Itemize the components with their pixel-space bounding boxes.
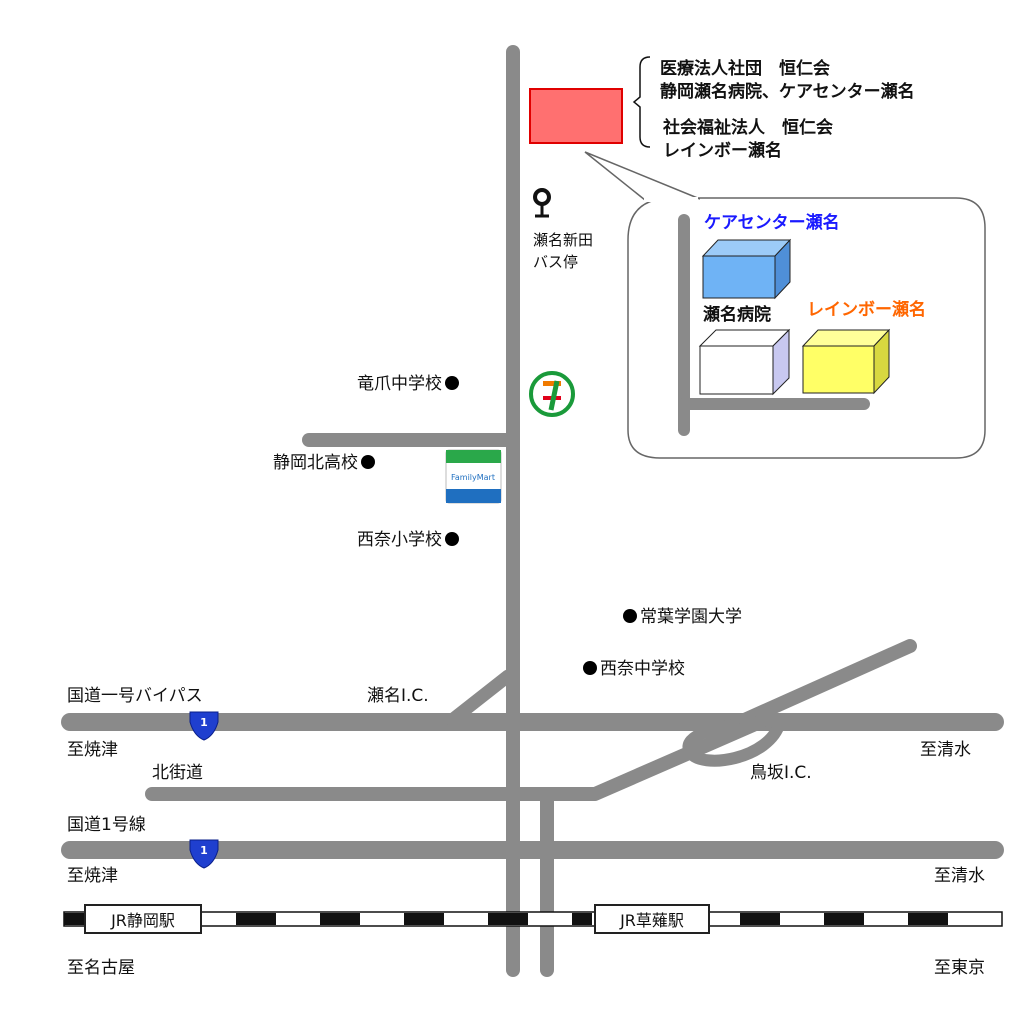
to-yaizu-bypass-label: 至焼津 [67,740,118,760]
seina-ic-ramp [445,669,515,727]
svg-text:FamilyMart: FamilyMart [451,473,495,482]
care-center-building [701,238,792,300]
jr-shizuoka-station: JR静岡駅 [84,904,202,934]
school-ryuso-jhs: 竜爪中学校 [357,374,462,394]
bus-stop-icon [533,188,551,218]
to-nagoya-label: 至名古屋 [67,958,135,978]
inset-hospital-label: 瀬名病院 [703,305,771,325]
bypass-diagonal-road [733,639,917,729]
hospital-building [698,328,791,396]
to-tokyo-label: 至東京 [934,958,985,978]
seina-ic-label: 瀬名I.C. [367,686,429,706]
to-shimizu-bypass-label: 至清水 [920,740,971,760]
svg-text:1: 1 [200,716,208,729]
school-tokoha-univ: 常葉学園大学 [620,607,742,627]
facility-hospitals2-label: レインボー瀬名 [663,141,782,161]
bus-stop-name-label: 瀬名新田 [533,231,594,249]
facility-org2-label: 社会福祉法人 恒仁会 [663,118,833,138]
svg-text:1: 1 [200,844,208,857]
route1-label: 国道1号線 [67,815,146,835]
to-yaizu-route1-label: 至焼津 [67,866,118,886]
inset-road [678,214,870,436]
bypass-label: 国道一号バイパス [67,686,203,706]
bus-stop-type-label: バス停 [533,253,579,271]
route1-shield-icon: 1 [189,839,219,869]
facility-marker [529,88,623,144]
facility-hospitals1-label: 静岡瀬名病院、ケアセンター瀬名 [660,82,915,102]
school-seina-elem: 西奈小学校 [357,530,462,550]
kitakaido-label: 北街道 [152,763,203,783]
jr-kusanagi-station: JR草薙駅 [594,904,710,934]
school-shizuoka-kita-hs: 静岡北高校 [273,453,378,473]
school-seina-jhs: 西奈中学校 [580,659,685,679]
inset-care-center-label: ケアセンター瀬名 [704,213,840,233]
kitakaido-road [145,715,767,801]
rainbow-building [801,328,891,395]
torisaka-ic-label: 鳥坂I.C. [750,763,812,783]
route1-shield-icon: 1 [189,711,219,741]
to-shimizu-route1-label: 至清水 [934,866,985,886]
inset-rainbow-label: レインボー瀬名 [807,300,926,320]
familymart-icon: FamilyMart [445,449,502,504]
seven-eleven-icon [529,371,575,417]
jr-tokaido-line [63,911,1003,927]
label-bracket [632,56,651,148]
facility-org1-label: 医療法人社団 恒仁会 [660,59,830,79]
